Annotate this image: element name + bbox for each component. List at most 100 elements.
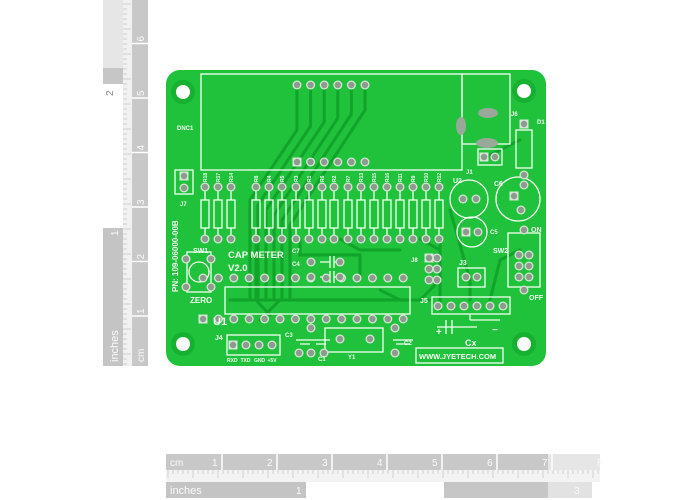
pad-hole (321, 158, 328, 166)
board-version: V2.0 (228, 263, 248, 274)
mounting-hole (176, 337, 190, 351)
pad-hole (486, 302, 494, 310)
resistor-label: R11 (398, 173, 404, 182)
label-minus: − (492, 325, 498, 336)
j1-outline (477, 148, 503, 166)
label-cx: Cx (465, 338, 477, 348)
pad-hole (227, 183, 235, 191)
pad-hole (344, 183, 352, 191)
pad-hole (199, 274, 207, 282)
pad-hole (320, 349, 328, 357)
pad-hole (261, 315, 268, 323)
pad-hole (336, 258, 344, 266)
pad-hole (383, 235, 391, 243)
pad-hole (246, 274, 253, 282)
pcb-board: PN: 109-06000-00B CAP METER V2.0 WWW.JYE… (166, 70, 546, 366)
label-j1: J1 (466, 170, 473, 176)
label-c7: C7 (292, 249, 300, 255)
website-text: WWW.JYETECH.COM (419, 352, 496, 361)
j4-pin-label: GND (254, 358, 266, 364)
pad-hole (323, 315, 330, 323)
vertical-cm-5: 5 (136, 90, 147, 96)
vertical-inch-1: 1 (110, 230, 121, 236)
label-on: ON (531, 227, 542, 234)
pad-hole (370, 235, 378, 243)
horizontal-cm-4: 4 (377, 458, 383, 469)
pad-hole (268, 341, 276, 349)
sw1-button (188, 261, 210, 283)
copper-trace (248, 83, 299, 302)
display-label: DNC1 (177, 126, 194, 132)
horizontal-inch-3: 3 (574, 486, 580, 497)
j3-outline (457, 267, 486, 288)
pad-hole (353, 315, 361, 323)
pad-hole (462, 228, 470, 236)
pad-hole (472, 195, 480, 203)
pad-hole (384, 315, 391, 323)
pad-hole (491, 153, 499, 161)
pad-hole (525, 262, 533, 270)
pad-hole (252, 183, 260, 191)
pad-hole (276, 274, 284, 282)
horizontal-inch-label: inches (170, 485, 202, 497)
pad-hole (460, 302, 468, 310)
pad-hole (520, 226, 528, 234)
pad-hole (207, 283, 215, 291)
pad-hole (357, 235, 365, 243)
horizontal-cm-1: 1 (212, 458, 218, 469)
power-jack-pad (478, 108, 498, 118)
pad-hole (391, 324, 399, 332)
pad-hole (425, 265, 433, 273)
pad-hole (230, 315, 237, 323)
vertical-inch-2: 2 (105, 90, 116, 96)
resistor-label: R4 (267, 175, 273, 182)
pad-hole (229, 341, 237, 349)
label-y1: Y1 (348, 355, 356, 361)
u2-outline (449, 179, 489, 219)
copper-trace (488, 248, 522, 302)
pad-hole (215, 274, 222, 282)
pad-hole (292, 183, 300, 191)
label-j5: J5 (420, 298, 428, 305)
pad-hole (366, 335, 374, 343)
pad-hole (396, 235, 404, 243)
resistor-label: R15 (372, 173, 378, 182)
label-off: OFF (529, 295, 544, 302)
label-c6: C6 (494, 181, 503, 188)
d1-outline (515, 129, 533, 169)
vertical-cm-1: 1 (136, 308, 147, 314)
label-plus: + (436, 327, 442, 338)
power-jack-pad (456, 117, 466, 135)
board-title: CAP METER (228, 250, 284, 261)
pad-hole (520, 171, 528, 179)
resistor-label: R6 (320, 175, 326, 182)
pad-hole (433, 265, 441, 273)
pad-hole (180, 184, 188, 192)
vertical-inch-label: inches (109, 330, 121, 362)
pad-hole (370, 183, 378, 191)
pad-hole (201, 235, 209, 243)
pad-hole (435, 183, 443, 191)
resistor-label: R5 (280, 175, 286, 182)
j5-outline (431, 296, 511, 315)
vertical-cm-3: 3 (136, 199, 147, 205)
resistor-label: R3 (294, 175, 300, 182)
pad-hole (480, 153, 488, 161)
mounting-hole (176, 85, 190, 99)
pad-hole (323, 274, 330, 282)
pad-hole (525, 251, 533, 259)
pad-hole (180, 172, 188, 180)
pad-hole (447, 302, 455, 310)
label-u1: U1 (213, 316, 227, 328)
pad-hole (515, 262, 523, 270)
label-c1: C1 (318, 357, 326, 363)
pad-hole (409, 183, 417, 191)
j4-outline (226, 334, 281, 356)
c6-outline (495, 176, 541, 222)
pad-hole (520, 181, 528, 189)
label-j8: J8 (411, 258, 418, 264)
pad-hole (473, 273, 481, 281)
resistor-label: R13 (359, 173, 365, 182)
pad-hole (255, 341, 263, 349)
j7-outline (174, 169, 194, 195)
